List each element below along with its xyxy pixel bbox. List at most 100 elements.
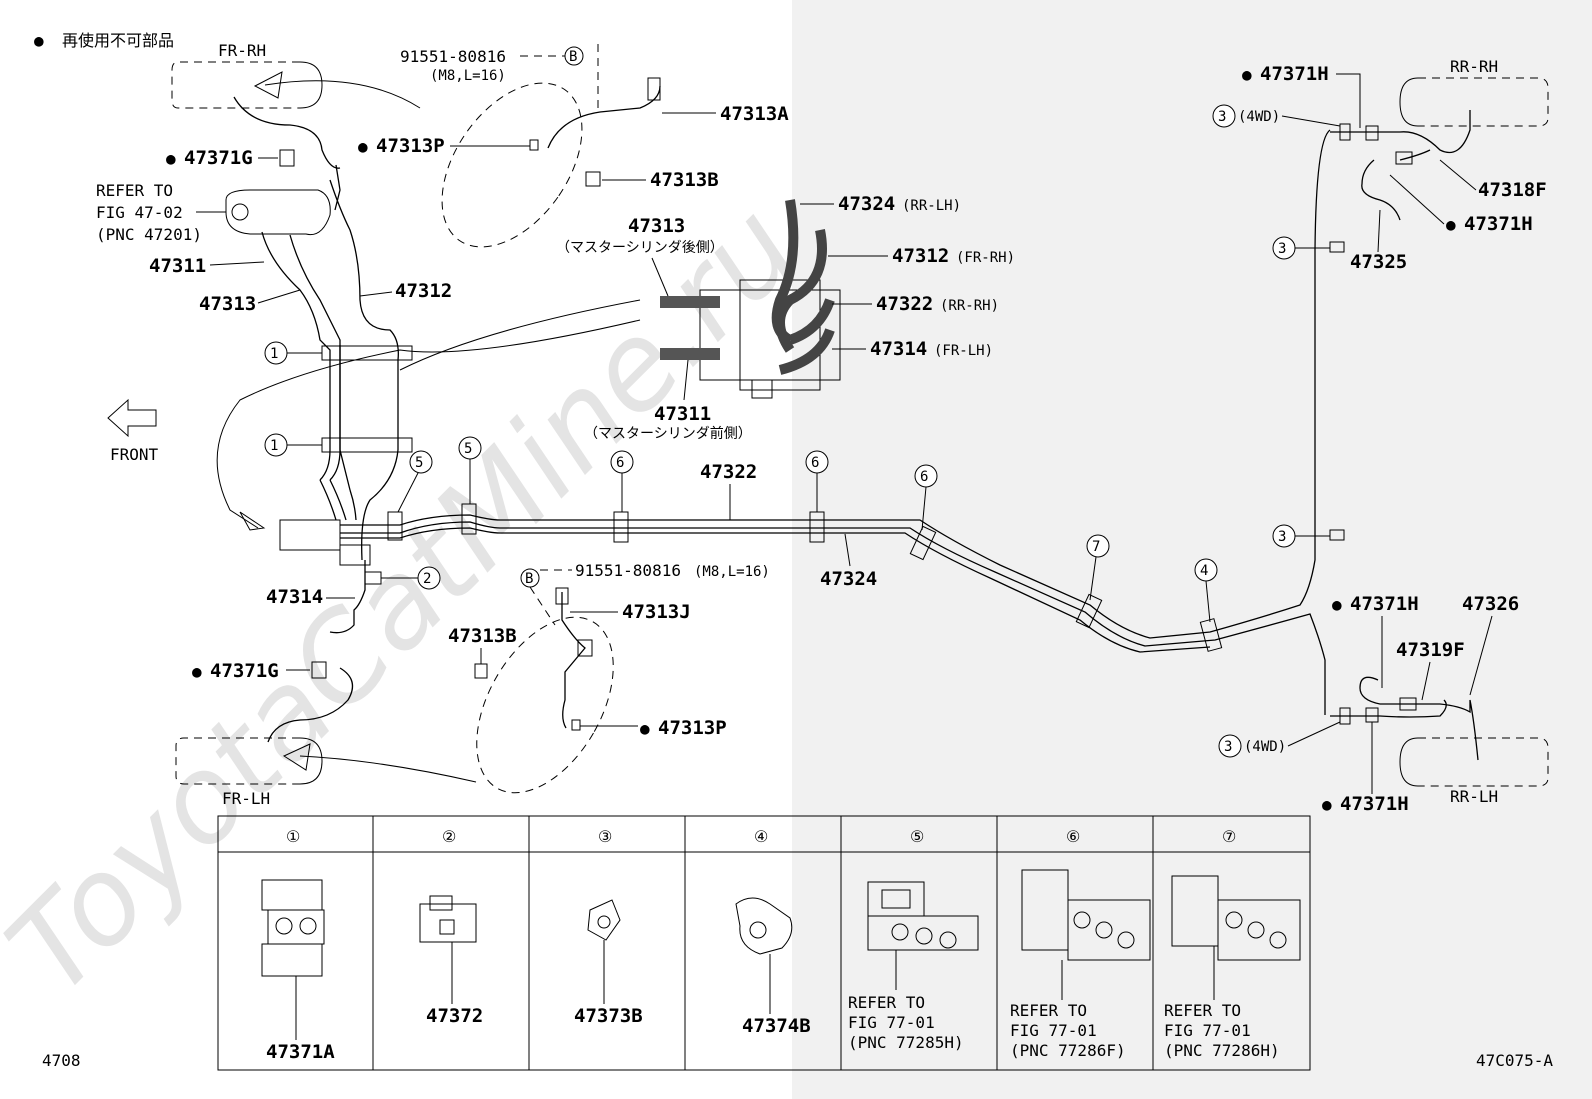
- part-label-47371H-3: 47371H: [1350, 593, 1419, 615]
- pipe-47325-rr: [1361, 159, 1401, 221]
- part-label-47312-mc: 47312: [892, 245, 949, 267]
- part-label-47324-mc: 47324: [838, 193, 895, 215]
- table-part-47373B: 47373B: [574, 1005, 643, 1027]
- refer-main-l3: (PNC 47201): [96, 225, 202, 244]
- svg-text:B: B: [525, 571, 533, 587]
- svg-text:3: 3: [1224, 739, 1232, 755]
- hose-47319F: [1359, 676, 1479, 761]
- part-label-47371H-2: 47371H: [1464, 213, 1533, 235]
- bullet-47313P-top: ●: [358, 137, 368, 156]
- part-suffix-47314-mc: (FR-LH): [934, 343, 993, 359]
- clamp-callouts: 5 5 6 6 6 7 4: [397, 436, 1218, 623]
- pipe-47324: [340, 521, 1326, 715]
- part-label-47313P-bottom: 47313P: [658, 717, 727, 739]
- front-arrow-icon: [107, 398, 157, 438]
- clip-47374B-drawing: [735, 897, 793, 1014]
- clip-47372-drawing: [419, 895, 477, 1004]
- part-label-47311: 47311: [149, 255, 206, 277]
- part-label-47371G-top: 47371G: [184, 147, 253, 169]
- part-spec-91551-bottom: (M8,L=16): [694, 564, 770, 580]
- parts-table: [217, 815, 1311, 1071]
- pipe-47314: [329, 560, 366, 634]
- part-label-47318F: 47318F: [1478, 179, 1547, 201]
- part-label-47312: 47312: [395, 280, 452, 302]
- clamp-77285H-drawing: [867, 881, 979, 990]
- part-label-47371G-bottom: 47371G: [210, 660, 279, 682]
- table-refer-7-l2: FIG 77-01: [1164, 1021, 1251, 1040]
- clamp-3b: [1329, 529, 1345, 541]
- arrow-to-fr-rh: [253, 71, 283, 99]
- part-label-47322: 47322: [700, 461, 757, 483]
- label-4wd-top: (4WD): [1238, 109, 1280, 125]
- clamp-4: [1199, 618, 1223, 652]
- svg-text:4: 4: [1200, 563, 1208, 579]
- table-refer-5-l2: FIG 77-01: [848, 1013, 935, 1032]
- clip-47373B-drawing: [587, 899, 621, 1004]
- clamp-callout-3-top-4wd: [1212, 104, 1236, 128]
- table-refer-6-l2: FIG 77-01: [1010, 1021, 1097, 1040]
- table-header-3: ③: [598, 827, 612, 846]
- bullet-47371H-3: ●: [1332, 595, 1342, 614]
- legend-text: 再使用不可部品: [62, 31, 174, 50]
- svg-text:3: 3: [1218, 109, 1226, 125]
- table-part-47374B: 47374B: [742, 1015, 811, 1037]
- refer-main-l2: FIG 47-02: [96, 203, 183, 222]
- hose-47318F: [1330, 110, 1471, 154]
- svg-text:1: 1: [270, 346, 278, 362]
- part-label-47313-mc: 47313: [628, 215, 685, 237]
- part-label-47313B-bottom: 47313B: [448, 625, 517, 647]
- table-refer-6-l1: REFER TO: [1010, 1001, 1087, 1020]
- wheel-label-fr-lh: FR-LH: [222, 789, 270, 808]
- mc-rear-note: （マスターシリンダ後側）: [556, 240, 724, 256]
- bolt-47313B-bottom: [474, 663, 488, 679]
- part-suffix-47312-mc: (FR-RH): [956, 250, 1015, 266]
- svg-text:1: 1: [270, 438, 278, 454]
- part-label-47325: 47325: [1350, 251, 1407, 273]
- clamp-5b: [461, 503, 477, 535]
- svg-text:6: 6: [920, 469, 928, 485]
- part-label-47313J: 47313J: [622, 601, 691, 623]
- detail-ellipse-bottom: [476, 616, 614, 794]
- label-4wd-bottom: (4WD): [1244, 739, 1286, 755]
- detail-ellipse-top: [441, 82, 583, 248]
- master-cylinder-reservoir: [225, 189, 331, 236]
- bullet-47371H-2: ●: [1446, 215, 1456, 234]
- table-part-47371A: 47371A: [266, 1041, 335, 1063]
- footer-right-code: 47C075-A: [1476, 1051, 1553, 1070]
- clamp-3a: [1329, 241, 1345, 253]
- pipe-47311: [261, 231, 331, 481]
- hose-fr-lh: [267, 667, 354, 743]
- wheel-box-fr-lh: [175, 737, 300, 785]
- pipe-47313: [289, 234, 341, 481]
- part-label-47313A: 47313A: [720, 103, 789, 125]
- part-label-47313B-top: 47313B: [650, 169, 719, 191]
- clip-47371G-top: [279, 149, 295, 167]
- part-suffix-47324-mc: (RR-LH): [902, 198, 961, 214]
- svg-text:5: 5: [415, 455, 423, 471]
- table-refer-6-l3: (PNC 77286F): [1010, 1041, 1126, 1060]
- part-label-47371H-4: 47371H: [1340, 793, 1409, 815]
- clip-47371A-drawing: [261, 879, 325, 1040]
- table-refer-5-l3: (PNC 77285H): [848, 1033, 964, 1052]
- table-refer-7-l3: (PNC 77286H): [1164, 1041, 1280, 1060]
- svg-text:3: 3: [1278, 529, 1286, 545]
- bolt-47313B-top: [585, 171, 601, 187]
- part-label-47313: 47313: [199, 293, 256, 315]
- part-suffix-47322-mc: (RR-RH): [940, 298, 999, 314]
- bullet-47371H-4: ●: [1322, 795, 1332, 814]
- part-label-47371H-1: 47371H: [1260, 63, 1329, 85]
- bullet-47371H-1: ●: [1242, 65, 1252, 84]
- hose-47313J: [561, 592, 586, 729]
- svg-text:2: 2: [423, 571, 431, 587]
- clamp-77286H-drawing: [1171, 875, 1301, 1000]
- svg-text:7: 7: [1092, 539, 1100, 555]
- svg-text:B: B: [569, 49, 577, 65]
- table-header-2: ②: [442, 827, 456, 846]
- part-label-47322-mc: 47322: [876, 293, 933, 315]
- footer-left-code: 4708: [42, 1051, 81, 1070]
- bullet-47313P-bottom: ●: [640, 719, 650, 738]
- front-label: FRONT: [110, 445, 159, 464]
- legend-bullet: ●: [34, 31, 44, 50]
- pipe-47312: [329, 179, 399, 450]
- svg-text:6: 6: [616, 455, 624, 471]
